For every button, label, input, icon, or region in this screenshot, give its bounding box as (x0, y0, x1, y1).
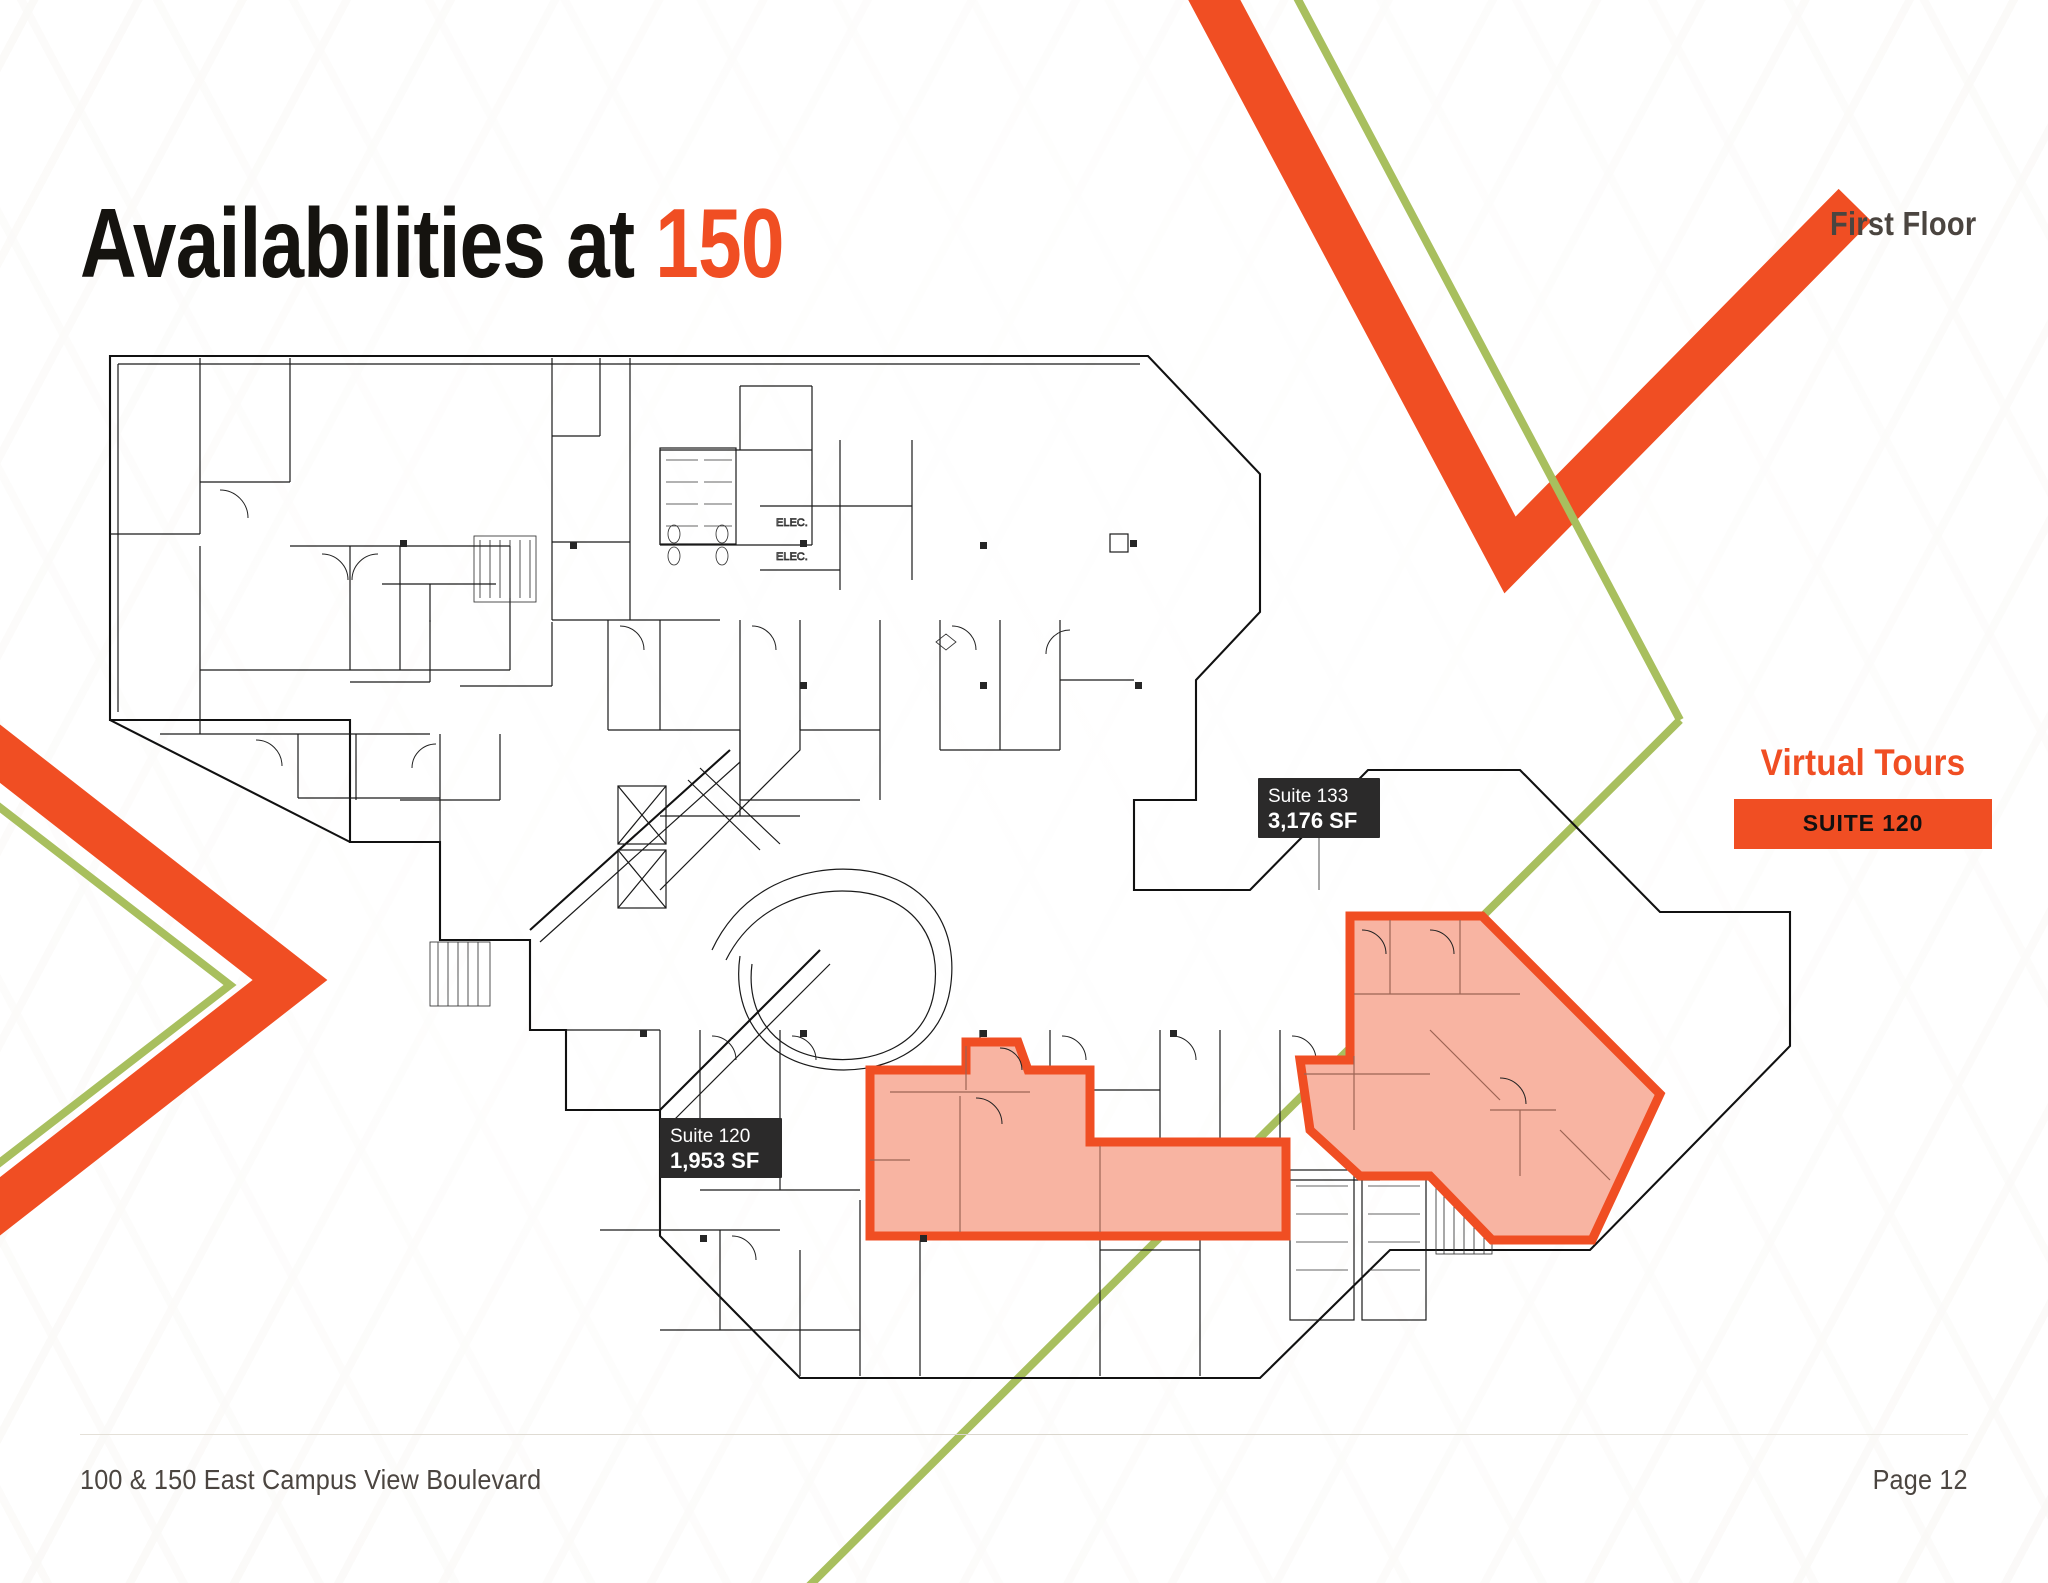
floorplan-container[interactable]: ELEC. ELEC. (100, 330, 1800, 1390)
footer-page-number: Page 12 (1872, 1464, 1968, 1495)
virtual-tours-heading: Virtual Tours (1760, 742, 1966, 783)
page-title-accent: 150 (655, 187, 784, 298)
suite-120-label: Suite 120 1,953 SF (660, 1118, 782, 1178)
suite-133-area: 3,176 SF (1268, 808, 1357, 833)
suite-133-label: Suite 133 3,176 SF (1258, 778, 1380, 890)
suite-133-name: Suite 133 (1268, 786, 1348, 807)
suite-120-area: 1,953 SF (670, 1148, 759, 1173)
footer-address: 100 & 150 East Campus View Boulevard (80, 1464, 542, 1495)
floor-label: First Floor (1829, 205, 1976, 242)
footer-divider (80, 1434, 1968, 1435)
floorplan-drawing[interactable]: ELEC. ELEC. (100, 330, 1800, 1390)
virtual-tours-panel: Virtual Tours SUITE 120 (1734, 742, 1992, 849)
floorplan-atrium-lobby (429, 720, 953, 1071)
suite-120-name: Suite 120 (670, 1126, 750, 1147)
floorplan-upper-left-rooms (110, 358, 511, 842)
svg-text:ELEC.: ELEC. (776, 517, 808, 529)
page-title-main: Availabilities at (80, 187, 635, 298)
page-title: Availabilities at 150 (80, 194, 785, 292)
virtual-tour-suite-120-button[interactable]: SUITE 120 (1734, 799, 1992, 849)
floorplan-mid-rooms (350, 583, 1134, 817)
floorplan-core-restrooms-stairs: ELEC. ELEC. (473, 358, 913, 621)
svg-text:ELEC.: ELEC. (776, 551, 808, 563)
suite-120-region[interactable] (660, 876, 1291, 1241)
